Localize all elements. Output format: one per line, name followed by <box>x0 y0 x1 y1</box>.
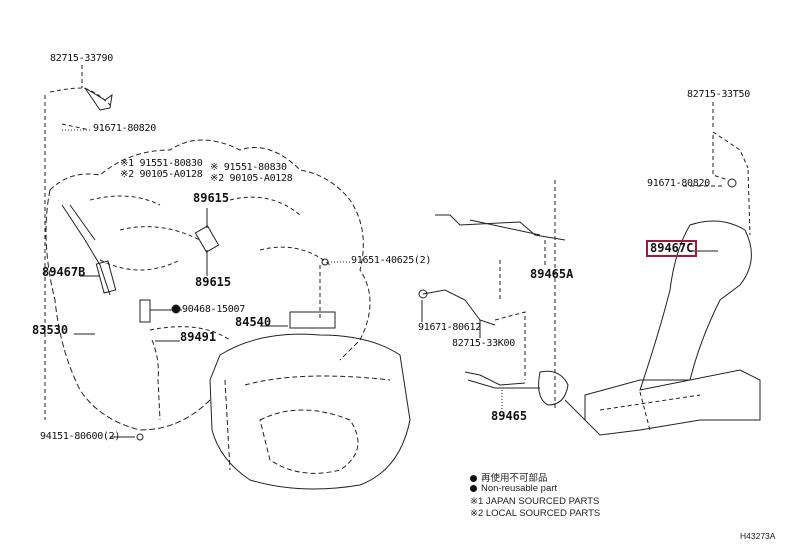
part-label[interactable]: 82715-33K00 <box>452 338 515 349</box>
sensor-bracket-left-shape <box>84 87 113 111</box>
part-label[interactable]: 91671-80820 <box>647 178 710 189</box>
engine-outline <box>49 139 371 361</box>
legend-japan-sourced: ※1 JAPAN SOURCED PARTS <box>470 496 600 507</box>
transmission-outline <box>209 333 411 490</box>
part-label[interactable]: 89465 <box>491 409 528 423</box>
engine-inner-lines <box>89 195 331 341</box>
exhaust-pipe <box>584 369 761 436</box>
part-label[interactable]: ※1 91551-80830 <box>120 158 203 169</box>
part-label[interactable]: 89615 <box>195 275 232 289</box>
o2-sensor-a-shape <box>435 214 566 241</box>
part-label[interactable]: 91671-80820 <box>93 123 156 134</box>
catalytic-converter <box>639 220 752 391</box>
part-label[interactable]: 91651-40625(2) <box>351 255 432 266</box>
legend-text: 再使用不可部品 <box>481 473 548 484</box>
bullet-icon <box>470 474 477 482</box>
part-label[interactable]: 89491 <box>180 330 217 344</box>
part-label[interactable]: ※2 90105-A0128 <box>120 169 203 180</box>
knock-sensor-shape <box>194 225 220 253</box>
legend-text: Non-reusable part <box>481 483 558 494</box>
gasket-90468-mark <box>171 304 181 314</box>
part-label[interactable]: 82715-33T50 <box>687 89 750 100</box>
part-label[interactable]: 83530 <box>32 323 69 337</box>
o2-sensor-shape <box>464 371 540 389</box>
exhaust-flange <box>538 370 569 406</box>
legend-local-sourced: ※2 LOCAL SOURCED PARTS <box>470 508 601 519</box>
part-label[interactable]: 89467B <box>42 265 86 279</box>
part-label[interactable]: 89615 <box>193 191 230 205</box>
part-label[interactable]: ※2 90105-A0128 <box>210 173 293 184</box>
part-label[interactable]: 89465A <box>530 267 574 281</box>
bullet-icon <box>470 484 477 492</box>
highlighted-part-label[interactable]: 89467C <box>646 240 698 257</box>
part-label[interactable]: 91671-80612 <box>418 322 481 333</box>
part-label[interactable]: 82715-33790 <box>50 53 113 64</box>
engine-left-side <box>45 189 211 431</box>
legend-non-reusable-jp: 再使用不可部品 <box>470 470 548 484</box>
legend-non-reusable-en: Non-reusable part <box>470 483 557 494</box>
part-label[interactable]: 84540 <box>235 315 272 329</box>
part-label[interactable]: 94151-80600(2) <box>40 431 121 442</box>
part-label[interactable]: ※ 91551-80830 <box>210 162 287 173</box>
o2-sensor-b-shape <box>61 204 111 296</box>
diagram-code: H43273A <box>740 531 776 541</box>
part-label[interactable]: 90468-15007 <box>182 304 245 315</box>
transmission-detail <box>224 375 391 474</box>
